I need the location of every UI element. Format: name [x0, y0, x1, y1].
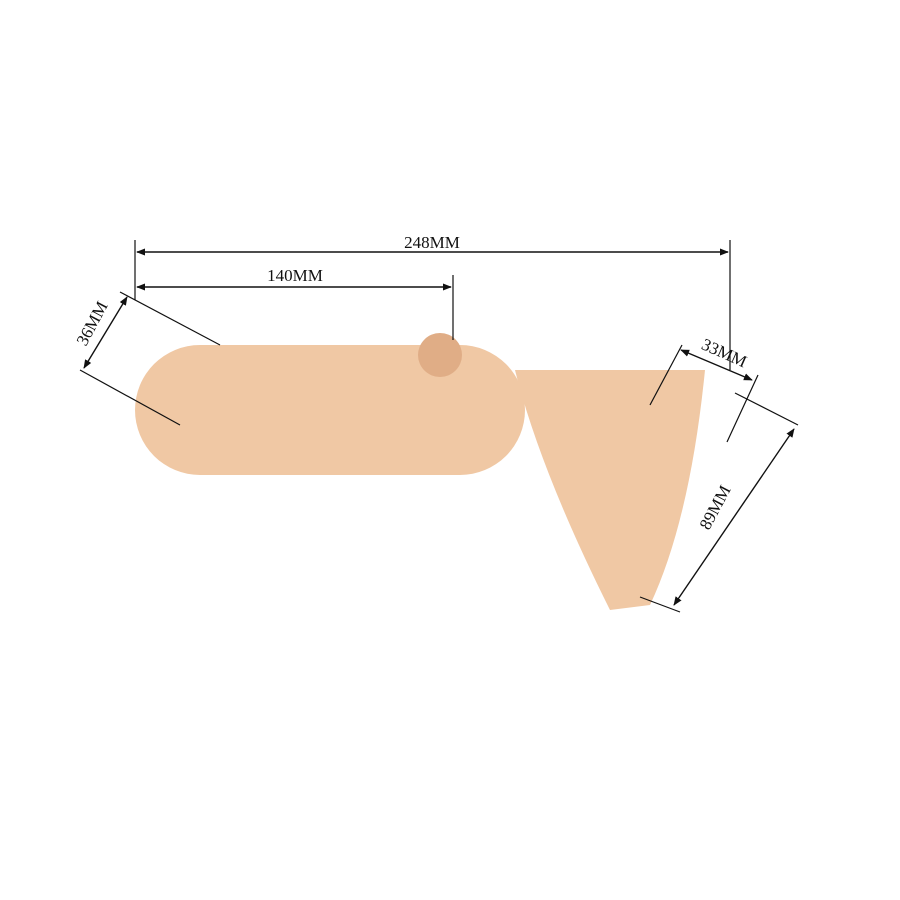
dimension-overall-length: 248MM [134, 233, 731, 370]
extension-line [734, 392, 799, 426]
extension-line [639, 596, 681, 613]
dimension-label-main-diameter: 36MM [73, 298, 112, 349]
extension-line [119, 291, 221, 346]
dimension-label-inner-diameter: 33MM [699, 335, 750, 372]
product-silhouette [135, 333, 705, 610]
extension-line [79, 369, 181, 426]
extension-line [726, 374, 759, 443]
dimension-line [680, 349, 753, 381]
dimension-line [83, 296, 128, 369]
placeholder-small-feature [418, 333, 462, 377]
dimension-label-main-shaft-length: 140MM [267, 266, 323, 285]
dimension-label-overall-length: 248MM [404, 233, 460, 252]
dimension-main-shaft-length: 140MM [136, 266, 454, 340]
placeholder-main-segment [135, 345, 525, 475]
dimension-line [673, 428, 795, 606]
extension-line [649, 344, 683, 406]
placeholder-lower-segment [515, 370, 705, 610]
